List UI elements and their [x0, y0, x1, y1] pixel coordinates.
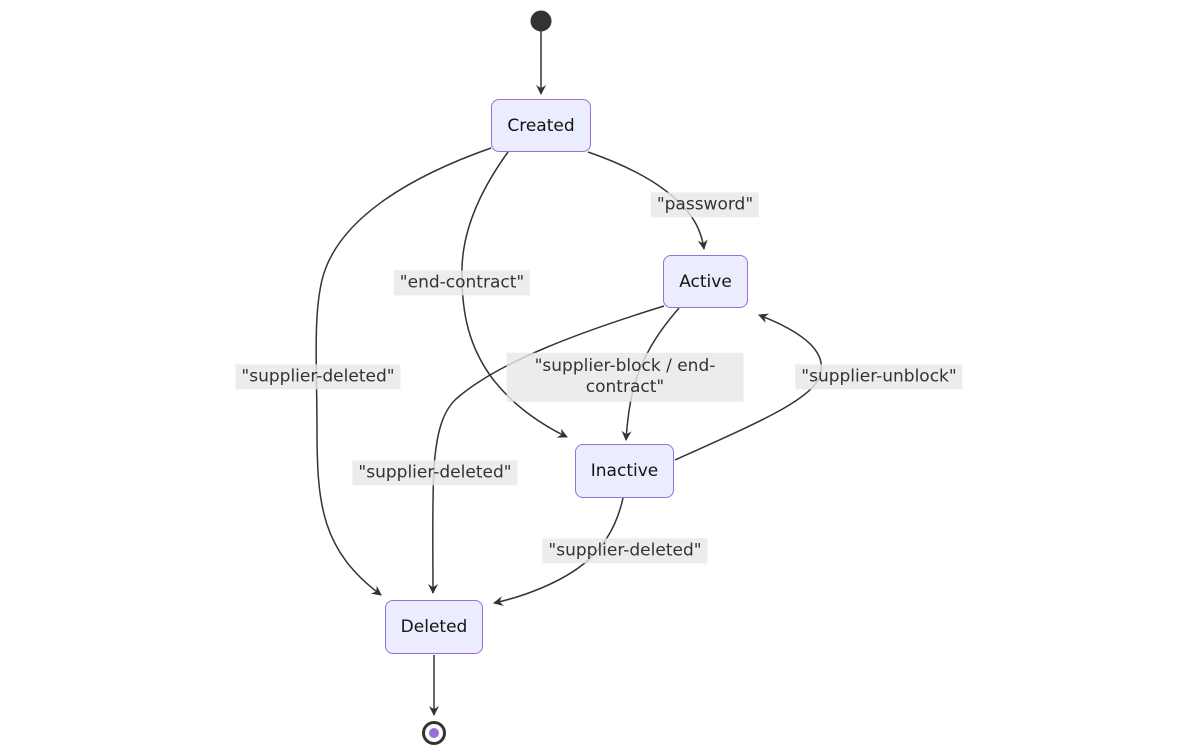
final-state-inner-dot-icon	[429, 728, 439, 738]
edge-active-deleted	[427, 305, 665, 594]
edge-created-inactive	[461, 151, 568, 438]
state-active: Active	[663, 255, 748, 308]
edge-label-end-contract: "end-contract"	[393, 270, 531, 296]
state-deleted: Deleted	[385, 600, 483, 654]
state-inactive-label: Inactive	[590, 461, 659, 481]
edge-label-supplier-deleted-inactive: "supplier-deleted"	[542, 538, 708, 564]
state-active-label: Active	[679, 271, 732, 292]
initial-state-icon	[530, 10, 552, 32]
edge-label-line-2: contract"	[585, 377, 665, 397]
edge-label-supplier-deleted-created: "supplier-deleted"	[235, 364, 401, 390]
state-deleted-label: Deleted	[400, 617, 468, 637]
state-created: Created	[491, 99, 591, 152]
edge-created-deleted	[315, 147, 492, 596]
edge-label-line-1: "supplier-block / end-	[534, 355, 716, 376]
state-inactive: Inactive	[575, 444, 674, 498]
edge-label-supplier-unblock: "supplier-unblock"	[795, 364, 963, 390]
edge-label-supplier-deleted-active: "supplier-deleted"	[352, 460, 518, 486]
edge-label-supplier-block-end-contract: "supplier-block / end- contract"	[506, 352, 744, 402]
edge-label-password: "password"	[650, 192, 760, 218]
state-created-label: Created	[507, 115, 575, 136]
